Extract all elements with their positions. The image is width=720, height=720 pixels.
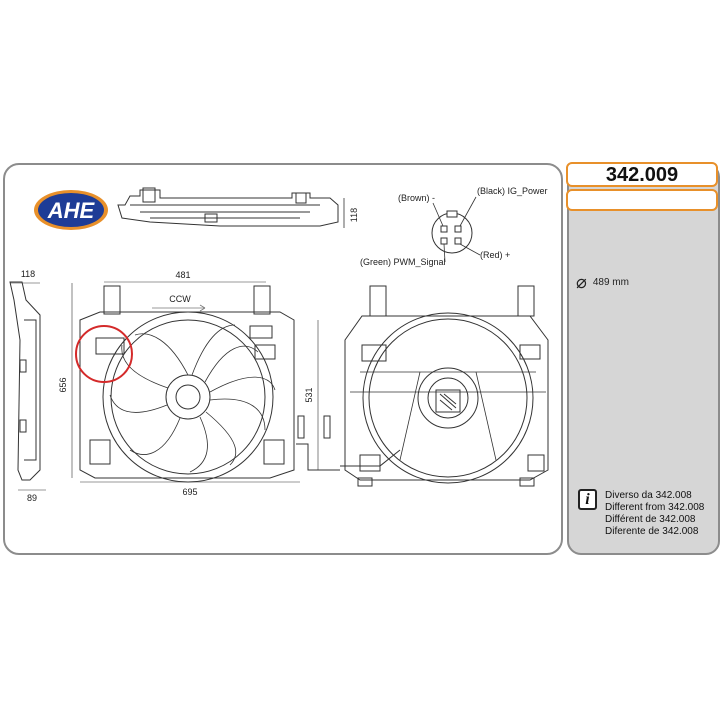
- logo-text: AHE: [47, 198, 96, 223]
- product-code-secondary-box: [566, 189, 718, 211]
- note-en: Different from 342.008: [605, 502, 705, 513]
- product-code: 342.009: [566, 162, 718, 187]
- dim-height-inner: 531: [304, 387, 314, 402]
- note-es: Diferente de 342.008: [605, 526, 699, 537]
- dim-top-height: 118: [349, 208, 359, 222]
- dim-width-inner: 481: [175, 270, 190, 280]
- front-view: 481 656 695 531 CCW: [58, 270, 340, 497]
- info-icon: i: [578, 489, 597, 510]
- notes-list: Diverso da 342.008 Different from 342.00…: [605, 490, 704, 538]
- dim-width-total: 695: [182, 487, 197, 497]
- note-it: Diverso da 342.008: [605, 490, 692, 501]
- top-view: [117, 187, 339, 227]
- pin-brown-label: (Brown) -: [398, 193, 435, 203]
- rear-view: [340, 285, 549, 487]
- dim-height-total: 656: [58, 377, 68, 392]
- side-view: [9, 281, 41, 481]
- highlight-circle: [75, 325, 133, 383]
- dim-side-top: 118: [21, 269, 35, 279]
- note-fr: Différent de 342.008: [605, 514, 696, 525]
- pin-red-label: (Red) +: [480, 250, 510, 260]
- diameter-value: 489 mm: [592, 277, 629, 288]
- dim-side-bottom: 89: [27, 493, 37, 503]
- connector-pinout: (Brown) - (Black) IG_Power (Red) + (Gree…: [360, 186, 548, 267]
- pin-black-label: (Black) IG_Power: [477, 186, 548, 196]
- pin-green-label: (Green) PWM_Signal: [360, 257, 446, 267]
- diameter-spec: ⌀ 489 mm: [576, 272, 629, 293]
- ahe-logo: AHE: [34, 190, 108, 230]
- diameter-icon: ⌀: [576, 272, 587, 292]
- rotation-label: CCW: [169, 294, 191, 304]
